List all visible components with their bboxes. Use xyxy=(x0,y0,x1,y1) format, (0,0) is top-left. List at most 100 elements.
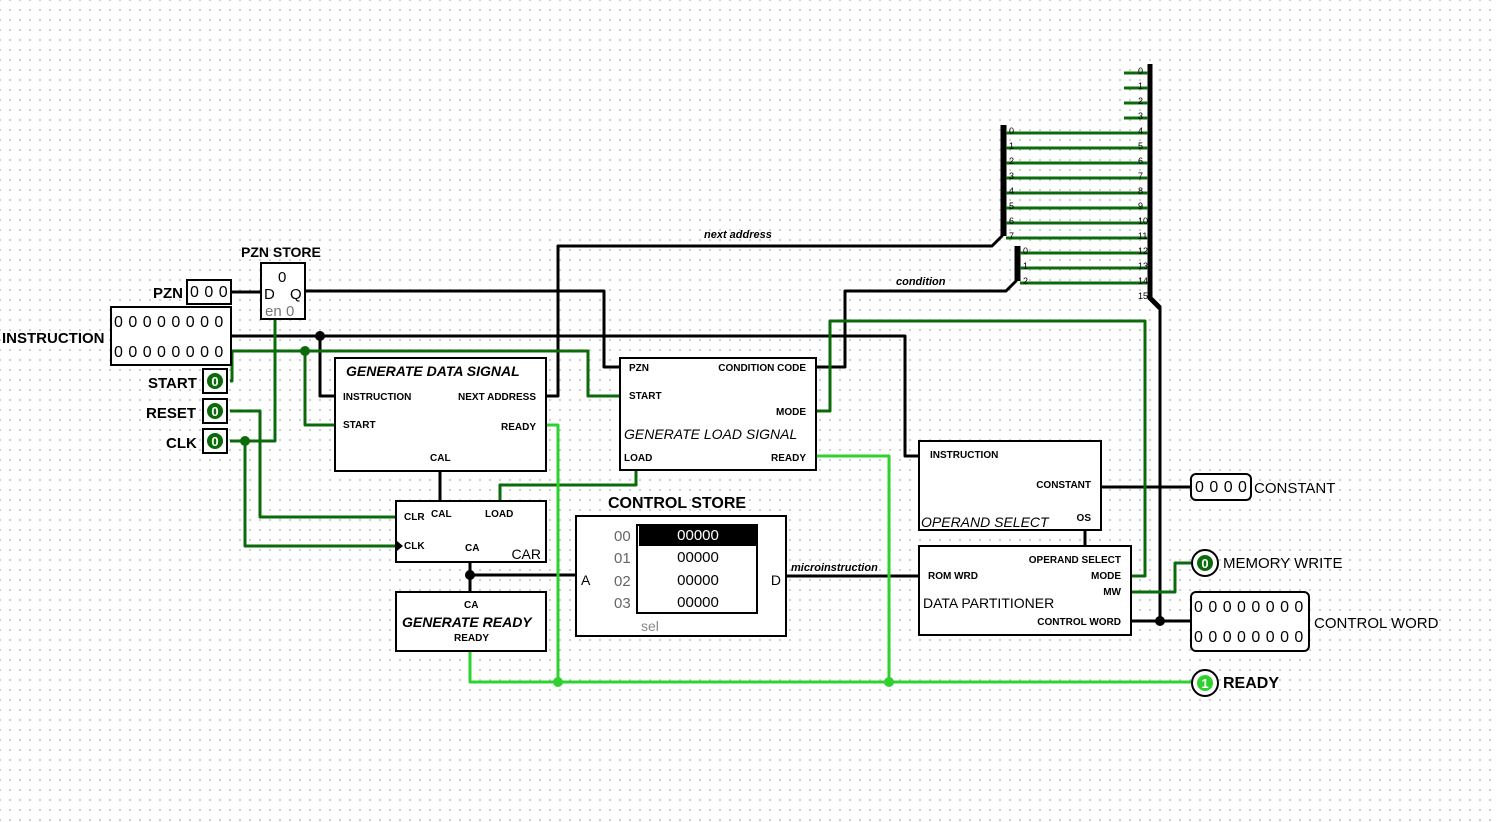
control-word-output: 0 0 0 0 0 0 0 0 0 0 0 0 0 0 0 0 xyxy=(1190,591,1310,652)
splitter-main-label-1: 1 xyxy=(1138,81,1144,91)
constant-output: 0 0 0 0 xyxy=(1190,473,1252,501)
splitter-main-label-8: 8 xyxy=(1138,186,1144,196)
splitter-next-label-4: 4 xyxy=(1009,186,1015,196)
control-store-label: CONTROL STORE xyxy=(608,495,747,512)
start-input[interactable]: 0 xyxy=(202,368,228,394)
gls-load-port: LOAD xyxy=(624,453,653,464)
reset-input[interactable]: 0 xyxy=(202,398,228,424)
ready-value: 1 xyxy=(1197,675,1213,691)
splitter-next-label-5: 5 xyxy=(1009,201,1015,211)
car-clock-triangle-icon xyxy=(397,541,403,551)
splitter-main-label-2: 2 xyxy=(1138,96,1144,106)
control-word-row-2: 0 0 0 0 0 0 0 0 xyxy=(1194,629,1304,646)
pzn-store-en: en xyxy=(265,303,282,320)
data-partitioner-block[interactable]: OPERAND SELECT ROM WRD MODE MW DATA PART… xyxy=(918,545,1132,636)
splitter-next-label-3: 3 xyxy=(1009,171,1015,181)
data-partitioner-title: DATA PARTITIONER xyxy=(923,595,1055,611)
instruction-label: INSTRUCTION xyxy=(2,330,105,347)
generate-ready-block[interactable]: CA GENERATE READY READY xyxy=(395,591,547,652)
memory-write-output: 0 xyxy=(1191,549,1219,577)
control-store-value-2[interactable]: 00000 xyxy=(677,572,719,589)
control-word-label: CONTROL WORD xyxy=(1314,615,1439,632)
control-store-addr-1: 01 xyxy=(614,550,631,567)
control-store-addr-3: 03 xyxy=(614,595,631,612)
constant-label: CONSTANT xyxy=(1254,480,1336,497)
microinstruction-wire-label: microinstruction xyxy=(791,562,878,574)
control-store-a-port: A xyxy=(581,572,591,588)
start-value: 0 xyxy=(207,373,223,389)
splitter-main-label-13: 13 xyxy=(1138,261,1149,271)
control-store-rom[interactable]: A D 00 00000 01 00000 02 00000 03 00000 … xyxy=(575,515,787,637)
splitter-main-label-15: 15 xyxy=(1138,291,1149,301)
pzn-input[interactable]: 0 0 0 xyxy=(186,279,232,305)
gds-instruction-port: INSTRUCTION xyxy=(343,392,412,403)
pzn-value: 0 0 0 xyxy=(190,284,229,301)
dp-mw-port: MW xyxy=(1103,587,1121,598)
memory-write-value: 0 xyxy=(1197,555,1213,571)
gls-condition-code-port: CONDITION CODE xyxy=(718,363,806,374)
operand-select-block[interactable]: INSTRUCTION CONSTANT OPERAND SELECT OS xyxy=(918,440,1102,531)
generate-load-signal-block[interactable]: PZN START CONDITION CODE MODE GENERATE L… xyxy=(619,357,817,471)
splitter-next-label-1: 1 xyxy=(1009,141,1015,151)
reset-value: 0 xyxy=(207,403,223,419)
condition-wire-label: condition xyxy=(896,276,946,288)
clk-value: 0 xyxy=(207,433,223,449)
splitter-main-label-4: 4 xyxy=(1138,126,1144,136)
os-os-port: OS xyxy=(1076,513,1091,524)
splitter-main-label-7: 7 xyxy=(1138,171,1144,181)
control-store-value-3[interactable]: 00000 xyxy=(677,594,719,611)
splitter-cond-label-2: 2 xyxy=(1023,276,1029,286)
constant-value: 0 0 0 0 xyxy=(1195,479,1248,496)
pzn-store-label: PZN STORE xyxy=(241,244,321,260)
control-store-addr-2: 02 xyxy=(614,573,631,590)
gls-mode-port: MODE xyxy=(776,407,806,418)
gls-pzn-port: PZN xyxy=(629,363,649,374)
splitter-main-label-14: 14 xyxy=(1138,276,1149,286)
splitter-main-label-0: 0 xyxy=(1138,66,1144,76)
dp-control-word-port: CONTROL WORD xyxy=(1037,617,1121,628)
splitter-cond-label-1: 1 xyxy=(1023,261,1029,271)
gds-start-port: START xyxy=(343,420,376,431)
pzn-store-register[interactable]: 0 D Q en 0 xyxy=(260,262,306,320)
gds-ready-port: READY xyxy=(500,422,536,433)
car-block[interactable]: CLR CAL LOAD CLK CA CAR xyxy=(395,500,547,563)
control-store-value-1[interactable]: 00000 xyxy=(677,549,719,566)
os-constant-port: CONSTANT xyxy=(1036,480,1091,491)
generate-ready-title: GENERATE READY xyxy=(402,614,532,630)
memory-write-label: MEMORY WRITE xyxy=(1223,555,1343,572)
splitter-cond-label-0: 0 xyxy=(1023,246,1029,256)
instruction-input[interactable]: 0 0 0 0 0 0 0 0 0 0 0 0 0 0 0 0 xyxy=(110,306,232,366)
os-instruction-port: INSTRUCTION xyxy=(930,450,999,461)
splitter-main-label-10: 10 xyxy=(1138,216,1149,226)
car-ca-port: CA xyxy=(465,543,480,554)
dp-rom-wrd-port: ROM WRD xyxy=(928,571,978,582)
control-word-row-1: 0 0 0 0 0 0 0 0 xyxy=(1194,599,1304,616)
control-store-value-0[interactable]: 00000 xyxy=(639,526,757,546)
splitter-main-label-5: 5 xyxy=(1138,141,1144,151)
splitter-next-label-7: 7 xyxy=(1009,231,1015,241)
splitter-main-label-11: 11 xyxy=(1138,231,1148,241)
car-name: CAR xyxy=(511,546,541,562)
generate-load-signal-title: GENERATE LOAD SIGNAL xyxy=(624,426,798,442)
instruction-row-2: 0 0 0 0 0 0 0 0 xyxy=(114,344,224,361)
next-address-wire-label: next address xyxy=(704,229,772,241)
splitter-next-label-0: 0 xyxy=(1009,126,1015,136)
car-clr-port: CLR xyxy=(404,512,425,523)
dp-operand-select-port: OPERAND SELECT xyxy=(1028,555,1121,566)
control-store-sel-port: sel xyxy=(641,618,659,634)
generate-data-signal-block[interactable]: GENERATE DATA SIGNAL INSTRUCTION START N… xyxy=(334,357,547,472)
splitter-main-label-9: 9 xyxy=(1138,201,1144,211)
control-store-memory-grid xyxy=(636,524,758,614)
gr-ready-port: READY xyxy=(454,633,490,644)
gds-next-address-port: NEXT ADDRESS xyxy=(458,392,536,403)
splitter-next-label-2: 2 xyxy=(1009,156,1015,166)
instruction-row-1: 0 0 0 0 0 0 0 0 xyxy=(114,314,224,331)
car-cal-port: CAL xyxy=(431,509,452,520)
pzn-label: PZN xyxy=(153,285,183,302)
operand-select-title: OPERAND SELECT xyxy=(921,514,1049,530)
pzn-store-zero: 0 xyxy=(286,303,295,320)
clk-input[interactable]: 0 xyxy=(202,428,228,454)
control-store-addr-0: 00 xyxy=(614,528,631,545)
